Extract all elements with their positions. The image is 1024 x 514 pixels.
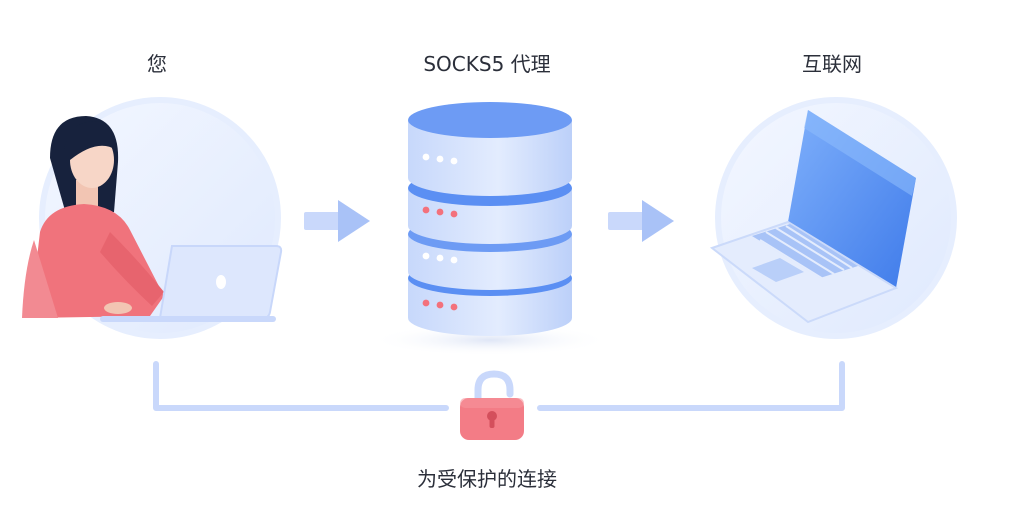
server-stack-icon bbox=[370, 102, 610, 356]
proxy-label: SOCKS5 代理 bbox=[423, 52, 551, 76]
internet-laptop-icon bbox=[709, 97, 957, 339]
secure-connection-label: 为受保护的连接 bbox=[417, 467, 557, 491]
connection-line bbox=[153, 361, 845, 411]
unlocked-padlock-icon bbox=[460, 370, 524, 440]
internet-label: 互联网 bbox=[802, 52, 862, 76]
user-label: 您 bbox=[147, 52, 167, 76]
arrow-right-icon bbox=[304, 200, 370, 242]
arrow-right-icon bbox=[608, 200, 674, 242]
user-person-with-laptop-icon bbox=[22, 97, 283, 339]
